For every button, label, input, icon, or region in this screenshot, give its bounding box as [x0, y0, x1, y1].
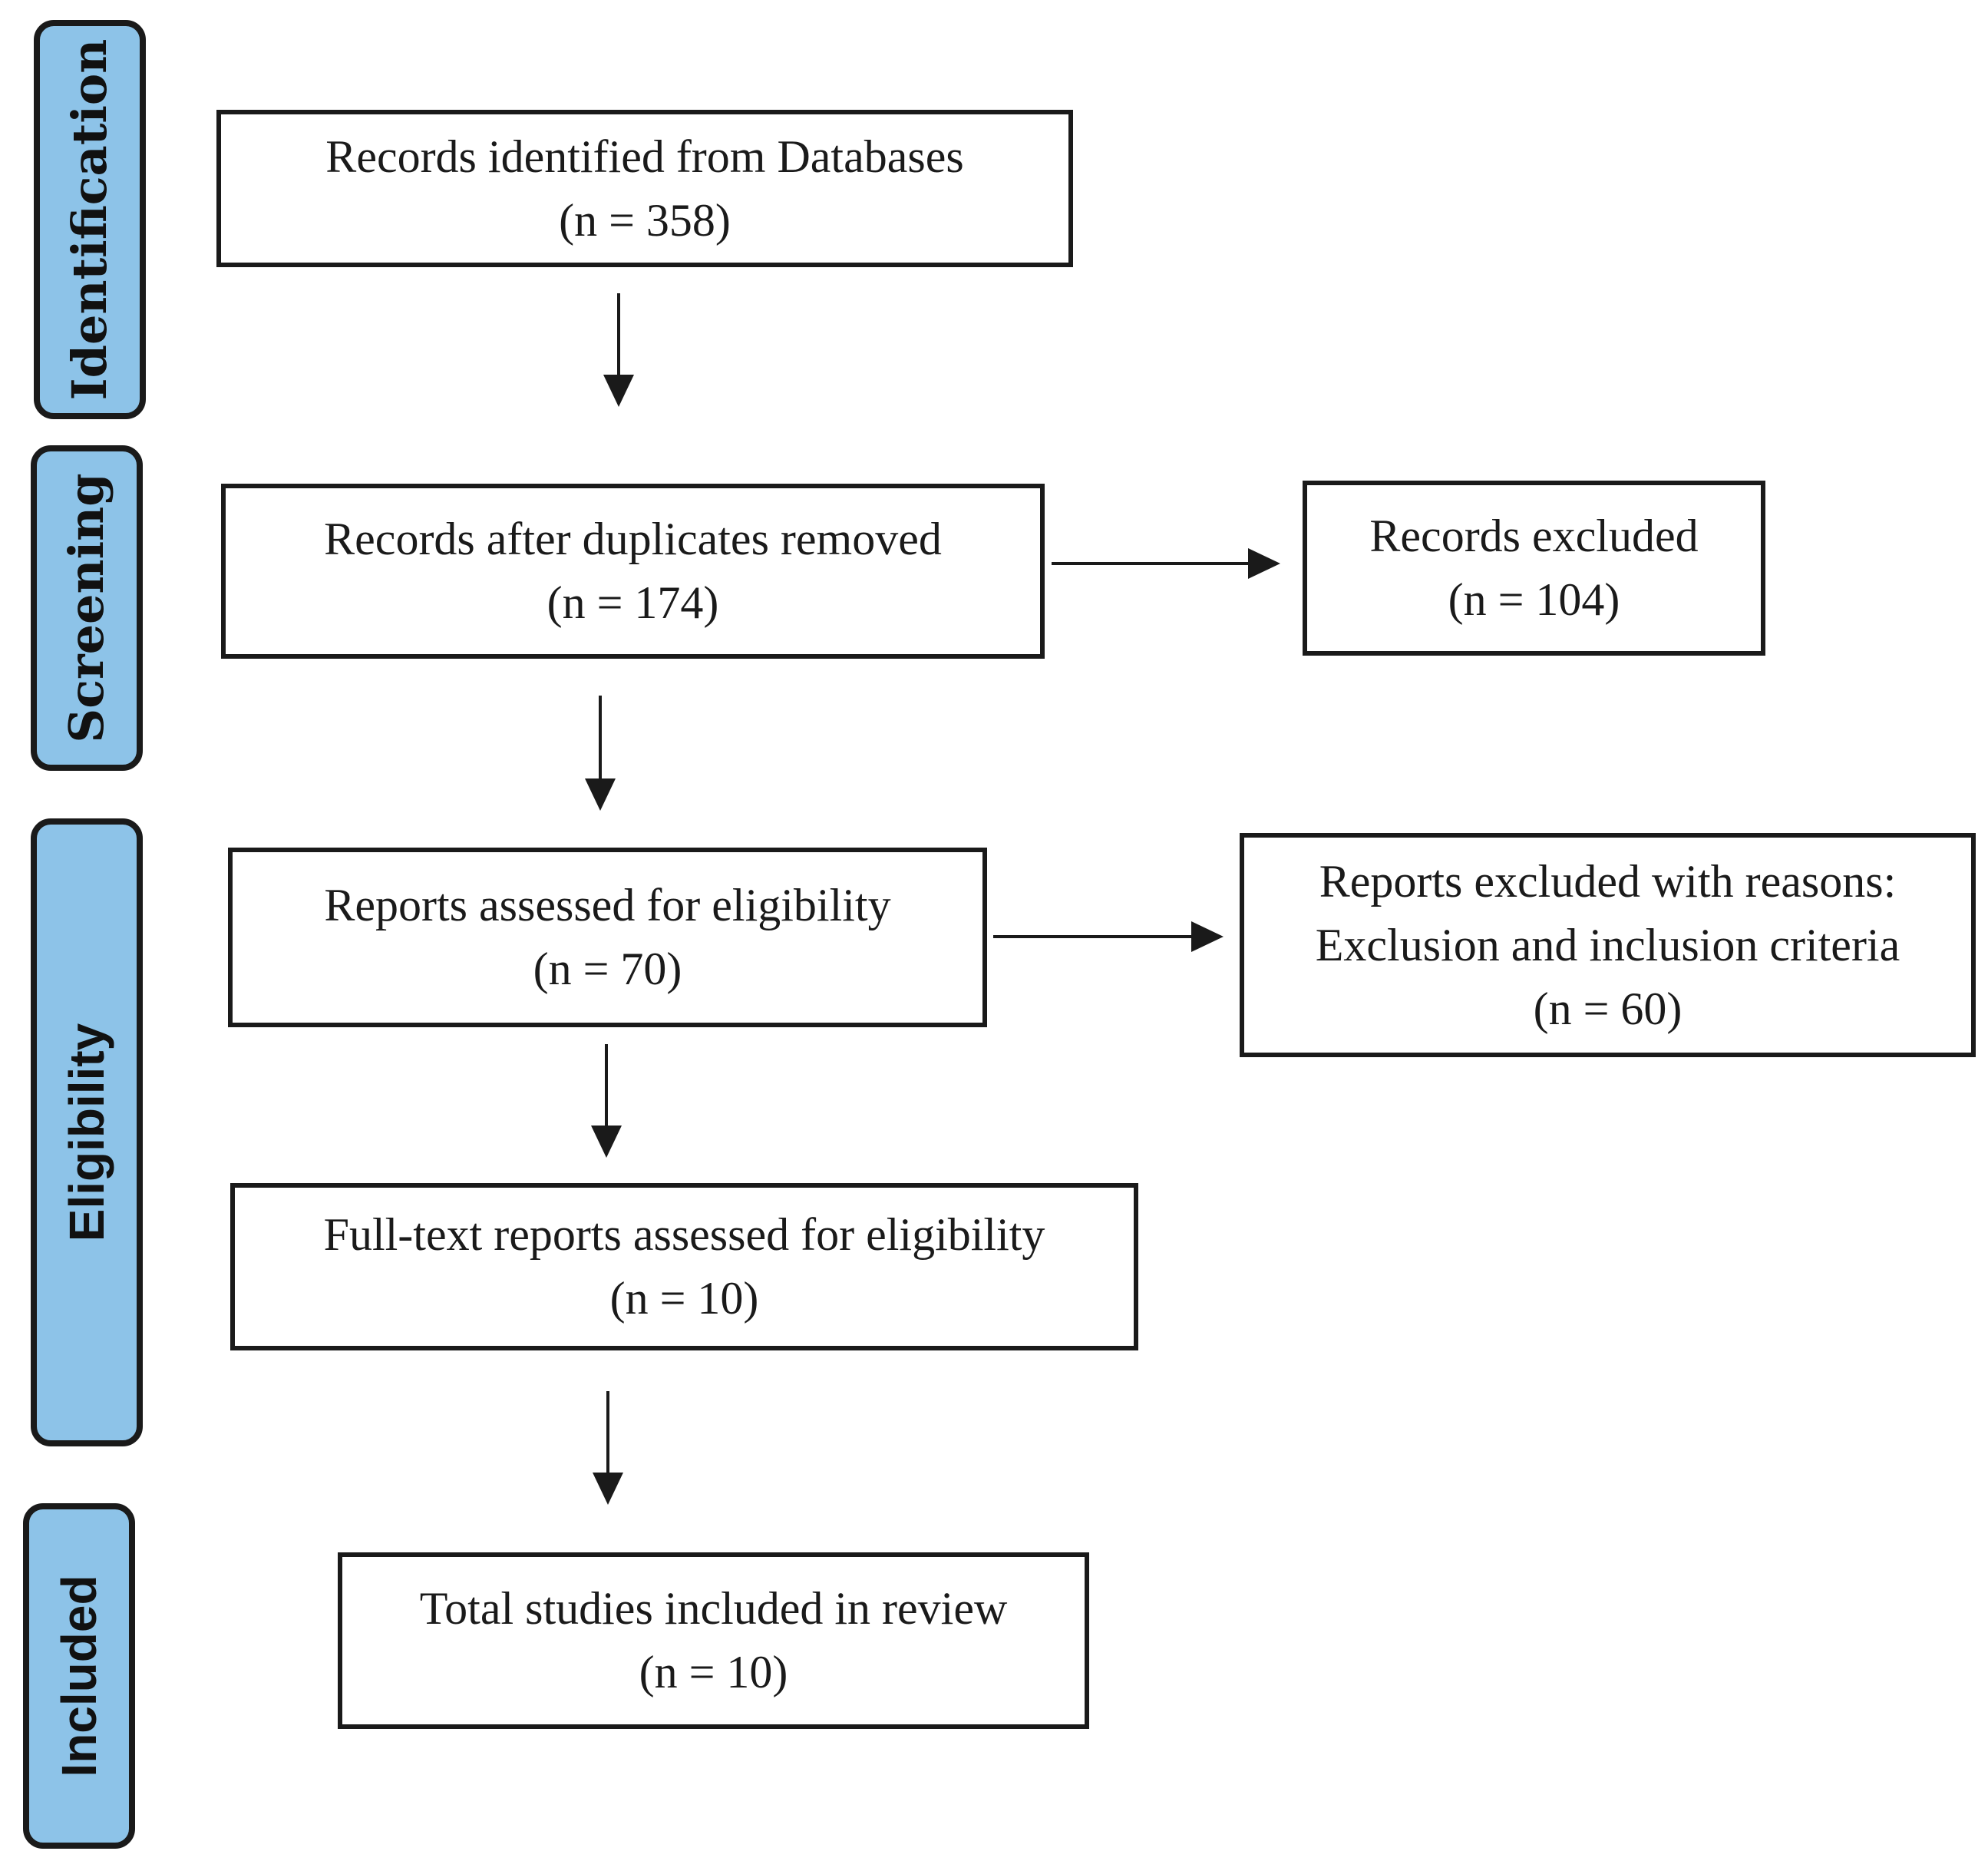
reports-assessed-label: Reports assessed for eligibility [324, 880, 891, 930]
phase-screening: Screening [31, 445, 143, 771]
phase-identification: Identification [34, 20, 146, 419]
records-identified-label: Records identified from Databases [325, 131, 964, 182]
arrow-screening-to-reports [585, 696, 616, 811]
reports-excluded-count: (n = 60) [1533, 983, 1683, 1034]
records-after-duplicates-box: Records after duplicates removed (n = 17… [221, 484, 1045, 659]
arrow-reports-to-fulltext [591, 1044, 622, 1158]
arrow-reports-to-excluded [993, 921, 1224, 952]
phase-eligibility: Eligibility [31, 818, 143, 1446]
arrow-screening-to-excluded [1052, 548, 1280, 579]
reports-assessed-count: (n = 70) [533, 944, 682, 994]
arrow-identified-to-screening [603, 293, 634, 407]
fulltext-assessed-box: Full-text reports assessed for eligibili… [230, 1183, 1138, 1350]
fulltext-assessed-label: Full-text reports assessed for eligibili… [323, 1209, 1045, 1260]
reports-excluded-reason: Exclusion and inclusion criteria [1315, 919, 1900, 970]
phase-included: Included [23, 1503, 135, 1849]
total-included-count: (n = 10) [639, 1647, 788, 1697]
records-excluded-box: Records excluded (n = 104) [1303, 481, 1765, 656]
reports-excluded-box: Reports excluded with reasons: Exclusion… [1240, 833, 1976, 1057]
arrow-fulltext-to-included [593, 1391, 623, 1505]
total-included-box: Total studies included in review (n = 10… [338, 1552, 1089, 1729]
records-after-duplicates-label: Records after duplicates removed [324, 514, 942, 564]
records-identified-count: (n = 358) [559, 194, 731, 246]
reports-assessed-box: Reports assessed for eligibility (n = 70… [228, 848, 987, 1027]
records-identified-box: Records identified from Databases (n = 3… [216, 110, 1073, 267]
total-included-label: Total studies included in review [419, 1583, 1008, 1634]
fulltext-assessed-count: (n = 10) [609, 1273, 759, 1324]
reports-excluded-label: Reports excluded with reasons: [1319, 855, 1897, 907]
records-after-duplicates-count: (n = 174) [547, 577, 719, 628]
records-excluded-count: (n = 104) [1448, 574, 1620, 625]
records-excluded-label: Records excluded [1369, 511, 1699, 561]
